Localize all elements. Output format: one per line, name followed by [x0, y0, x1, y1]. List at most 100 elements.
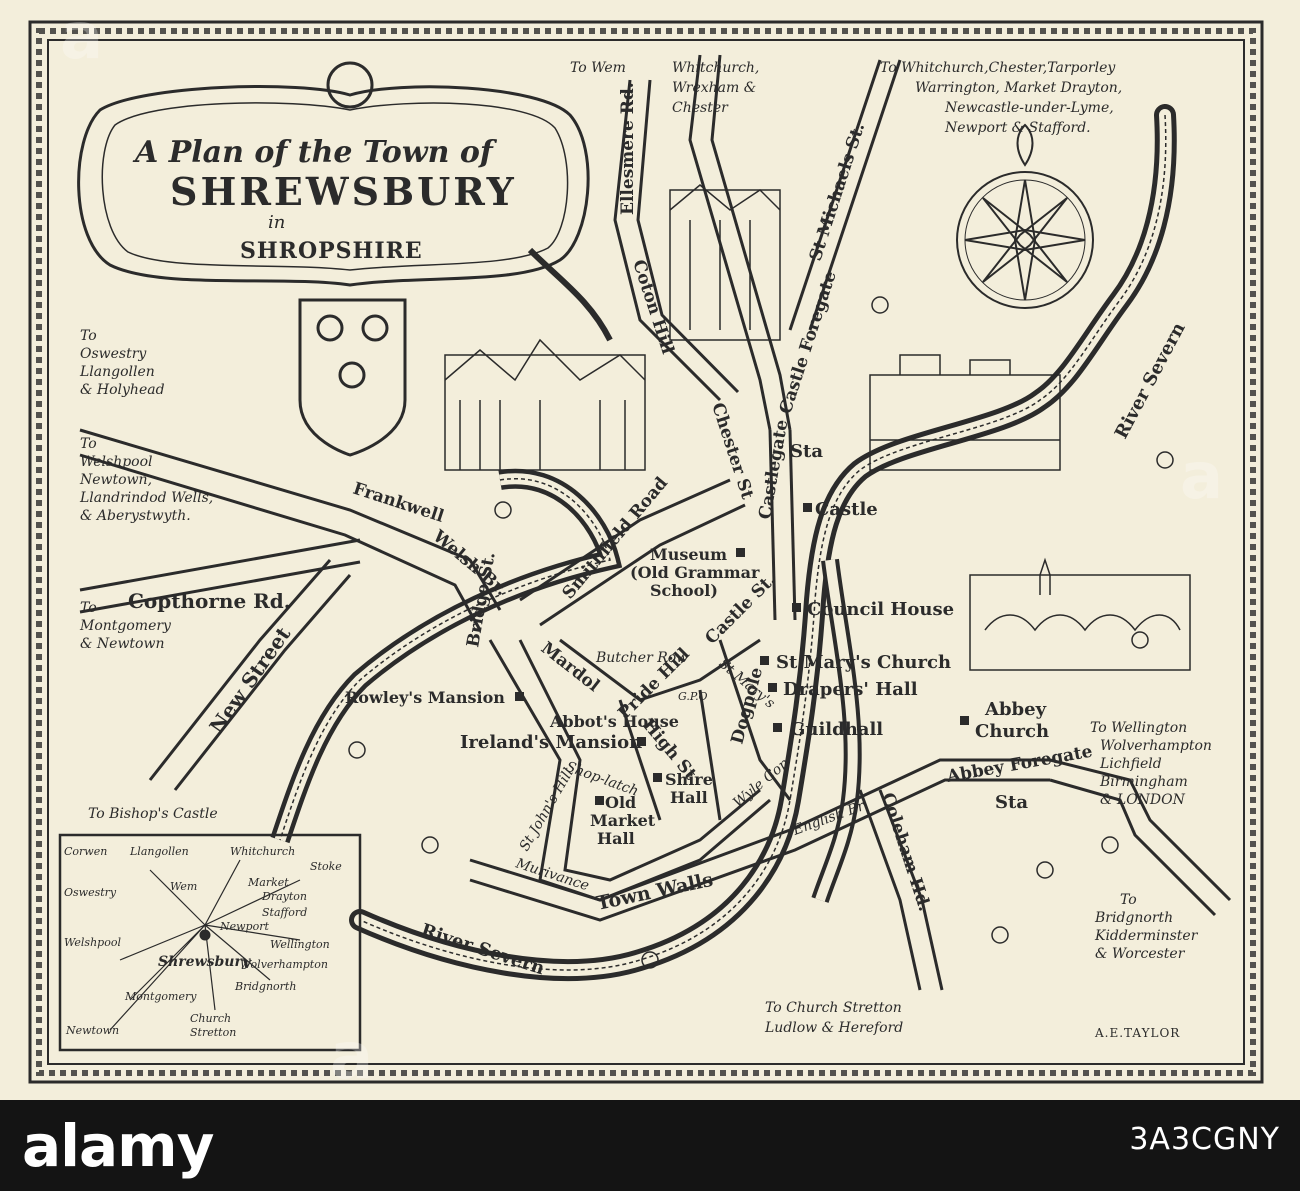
map-sheet: A Plan of the Town of SHREWSBURY in SHRO… [0, 0, 1300, 1100]
dest-whitchurch-3: Chester [672, 100, 729, 116]
street-castle-gates: Castlegate [755, 418, 792, 521]
dest-whitchurch-2: Wrexham & [672, 80, 756, 96]
dest-wem: To Wem [570, 60, 626, 76]
compass-rose [956, 123, 1094, 309]
dest-welshpool-1: To [80, 436, 97, 452]
dest-bridgnorth-2: Bridgnorth [1094, 910, 1173, 926]
inset-oswestry: Oswestry [64, 886, 117, 899]
building-old-market-hall-1: Old [605, 793, 636, 812]
building-abbey-church-2: Church [975, 721, 1049, 742]
inset-shrewsbury: Shrewsbury [158, 954, 251, 970]
inset-church-stretton-2: Stretton [190, 1026, 236, 1039]
vignette-market-hall [444, 338, 646, 471]
title-line4: SHROPSHIRE [240, 238, 423, 264]
stock-footer-bar [0, 1100, 1300, 1191]
building-shire-hall-2: Hall [670, 788, 708, 807]
vignette-bridge [969, 557, 1191, 671]
label-gpo: G.P.O [678, 690, 708, 703]
building-st-marys-church: St Mary's Church [776, 652, 951, 673]
building-castle: Castle [815, 499, 878, 520]
dest-bridgnorth-1: To [1120, 892, 1137, 908]
alamy-logo[interactable]: alamy [22, 1112, 214, 1180]
map-drawing: A Plan of the Town of SHREWSBURY in SHRO… [28, 20, 1264, 1084]
building-council-house: Council House [807, 599, 954, 620]
dest-church-stretton-2: Ludlow & Hereford [764, 1020, 903, 1036]
street-castle-foregate: Castle Foregate [776, 268, 841, 416]
vignette-street-houses [669, 184, 781, 341]
dest-ne-1: To Whitchurch,Chester,Tarporley [880, 60, 1116, 76]
dest-church-stretton-1: To Church Stretton [765, 1000, 902, 1016]
building-sta-south: Sta [995, 792, 1028, 813]
inset-whitchurch: Whitchurch [230, 845, 295, 858]
dest-welshpool-2: Welshpool [80, 454, 153, 470]
river-label-ne: River Severn [1111, 319, 1190, 442]
title-line1: A Plan of the Town of [132, 135, 498, 170]
dest-welshpool-4: Llandrindod Wells, [79, 490, 213, 506]
inset-stafford: Stafford [262, 906, 307, 919]
inset-bridgnorth: Bridgnorth [234, 980, 296, 993]
inset-market-drayton-2: Drayton [261, 890, 307, 903]
inset-wellington: Wellington [270, 938, 330, 951]
title-cartouche [77, 61, 590, 457]
artist-signature: A.E.TAYLOR [1094, 1026, 1180, 1040]
inset-montgomery: Montgomery [124, 990, 197, 1003]
street-copthorne: Copthorne Rd. [128, 589, 291, 613]
coat-of-arms-shield [298, 298, 407, 457]
dest-bridgnorth-3: Kidderminster [1094, 928, 1199, 944]
dest-bridgnorth-4: & Worcester [1095, 946, 1186, 962]
street-town-walls: Town Walls [594, 869, 715, 915]
street-coleham: Coleham Hd. [877, 790, 934, 913]
dest-oswestry-4: & Holyhead [80, 382, 165, 398]
street-butcher-row: Butcher Row [595, 650, 688, 666]
building-abbots-house: Abbot's House [549, 712, 679, 731]
building-abbey-church-1: Abbey [984, 699, 1047, 720]
dest-ne-3: Newcastle-under-Lyme, [944, 100, 1114, 116]
building-drapers-hall: Drapers' Hall [783, 679, 918, 700]
inset-newport: Newport [219, 920, 269, 933]
dest-welshpool-3: Newtown, [79, 472, 152, 488]
building-shire-hall-1: Shire [665, 770, 713, 789]
inset-corwen: Corwen [64, 845, 107, 858]
dest-montgomery-1: To [80, 600, 97, 616]
dest-montgomery-2: Montgomery [79, 618, 172, 634]
dest-wellington-1: To Wellington [1090, 720, 1187, 736]
street-murivance: Murivance [513, 855, 591, 894]
dest-ne-4: Newport & Stafford. [944, 120, 1091, 136]
inset-wolverhampton: Wolverhampton [240, 958, 328, 971]
dest-welshpool-5: & Aberystwyth. [80, 508, 191, 524]
street-st-michaels: St Michaels St. [806, 121, 869, 264]
dest-wellington-3: Lichfield [1099, 756, 1162, 772]
dest-wellington-5: & LONDON [1100, 792, 1186, 808]
ornamental-border [28, 20, 1264, 1084]
building-old-market-hall-3: Hall [597, 829, 635, 848]
dest-montgomery-3: & Newtown [80, 636, 165, 652]
title-line2: SHREWSBURY [170, 169, 517, 214]
dest-ne-2: Warrington, Market Drayton, [915, 80, 1122, 96]
dest-oswestry-1: To [80, 328, 97, 344]
building-old-market-hall-2: Market [590, 811, 656, 830]
inset-newtown: Newtown [65, 1024, 119, 1037]
street-frankwell: Frankwell [350, 479, 446, 527]
vignette-castle [869, 354, 1061, 471]
inset-llangollen: Llangollen [129, 845, 189, 858]
street-welsh-br: Welsh Br. [428, 526, 511, 600]
watermark-letter: a [1180, 440, 1223, 514]
image-id: 3A3CGNY [1129, 1122, 1280, 1157]
street-network [79, 54, 1232, 991]
street-ellesmere: Ellesmere Rd. [618, 82, 638, 215]
building-sta-north: Sta [790, 441, 823, 462]
watermark-letter: a [330, 1020, 373, 1094]
dest-bishops-castle: To Bishop's Castle [88, 806, 218, 822]
inset-wem: Wem [170, 880, 197, 893]
building-museum-1: Museum [650, 545, 727, 564]
title-line3: in [268, 212, 285, 233]
dest-oswestry-3: Llangollen [79, 364, 155, 380]
street-new-street: New Street [204, 622, 295, 738]
dest-wellington-2: Wolverhampton [1100, 738, 1212, 754]
inset-stoke: Stoke [310, 860, 342, 873]
inset-map [58, 833, 362, 1052]
building-irelands-mansion: Ireland's Mansion [460, 732, 642, 753]
dest-whitchurch-1: Whitchurch, [672, 60, 759, 76]
building-markers [515, 503, 969, 805]
inset-market-drayton-1: Market [247, 876, 289, 889]
